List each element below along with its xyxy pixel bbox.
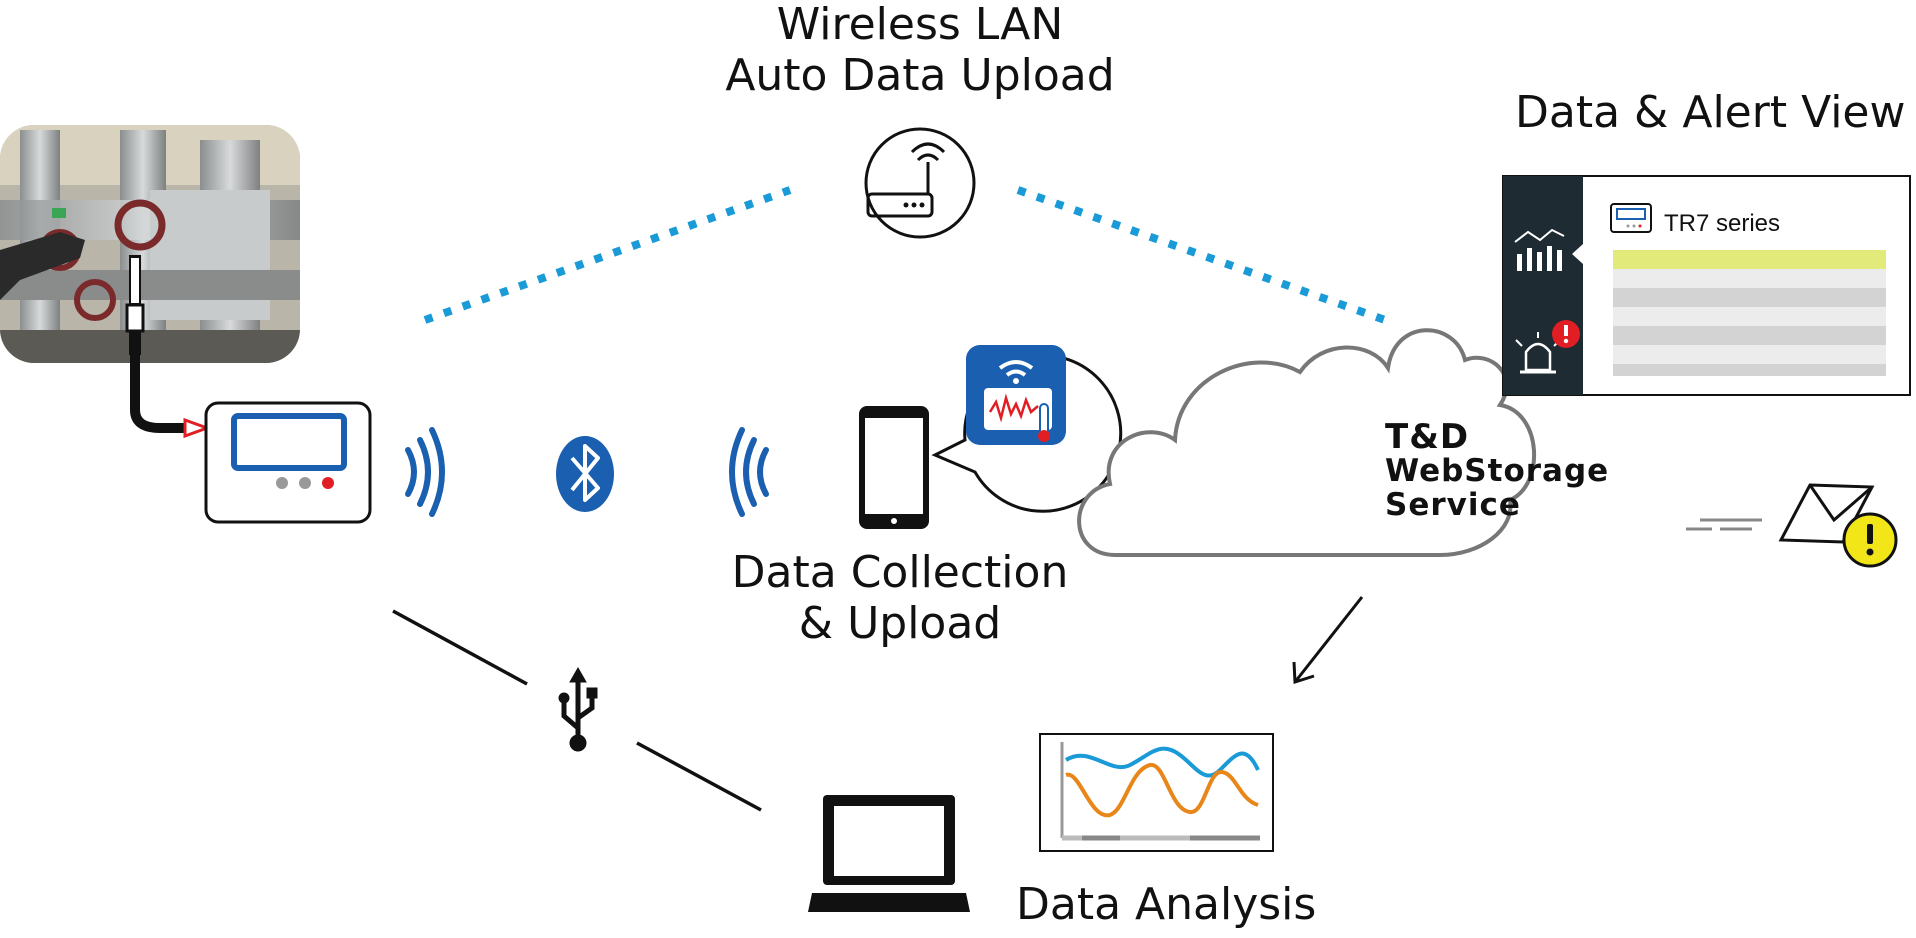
table-row-highlight (1613, 250, 1886, 269)
probe-cable (130, 340, 185, 433)
usb-icon (558, 666, 598, 752)
industrial-photo (0, 125, 300, 363)
cloud-service-label: T&D WebStorage Service (1385, 420, 1609, 522)
router-icon (864, 127, 976, 239)
chart-bars-icon (1514, 228, 1565, 271)
arrow-to-analysis (1292, 596, 1364, 685)
data-collection-line1: Data Collection (731, 547, 1069, 598)
table-row (1613, 307, 1886, 326)
device-thumbnail-icon (1610, 203, 1652, 233)
data-logger-device (204, 401, 372, 524)
data-collection-line2: & Upload (798, 597, 1002, 649)
wireless-lan-label: Wireless LAN Auto Data Upload (690, 0, 1150, 101)
table-row (1613, 326, 1886, 345)
laptop-icon (808, 795, 970, 912)
cloud-shape (1077, 328, 1537, 557)
table-row (1613, 288, 1886, 307)
usb-line-bottom (636, 741, 762, 812)
dotted-link-right (1016, 186, 1387, 324)
panel-device-name: TR7 series (1664, 210, 1780, 237)
wireless-lan-line1: Wireless LAN (776, 0, 1064, 50)
cloud-line3: Service (1385, 487, 1521, 523)
dotted-link-left (423, 186, 792, 324)
chart-icon (1039, 733, 1274, 852)
table-row (1613, 364, 1886, 376)
cloud-line2: WebStorage (1385, 453, 1610, 489)
signal-waves-right (405, 427, 445, 517)
data-collection-label: Data Collection & Upload (700, 547, 1100, 649)
alert-view-label: Data & Alert View (1515, 87, 1906, 138)
alarm-icon (1515, 320, 1580, 374)
signal-waves-left (729, 427, 769, 517)
smartphone-icon (859, 406, 929, 529)
email-alert-icon (1686, 483, 1898, 568)
table-row (1613, 269, 1886, 288)
bluetooth-icon (556, 436, 614, 512)
usb-line-top (392, 609, 528, 686)
data-analysis-label: Data Analysis (1016, 879, 1317, 930)
app-icon (966, 345, 1066, 445)
alert-view-panel: TR7 series (1502, 175, 1911, 396)
table-row (1613, 345, 1886, 364)
wireless-lan-line2: Auto Data Upload (725, 49, 1115, 101)
cloud-line1: T&D (1385, 417, 1470, 457)
